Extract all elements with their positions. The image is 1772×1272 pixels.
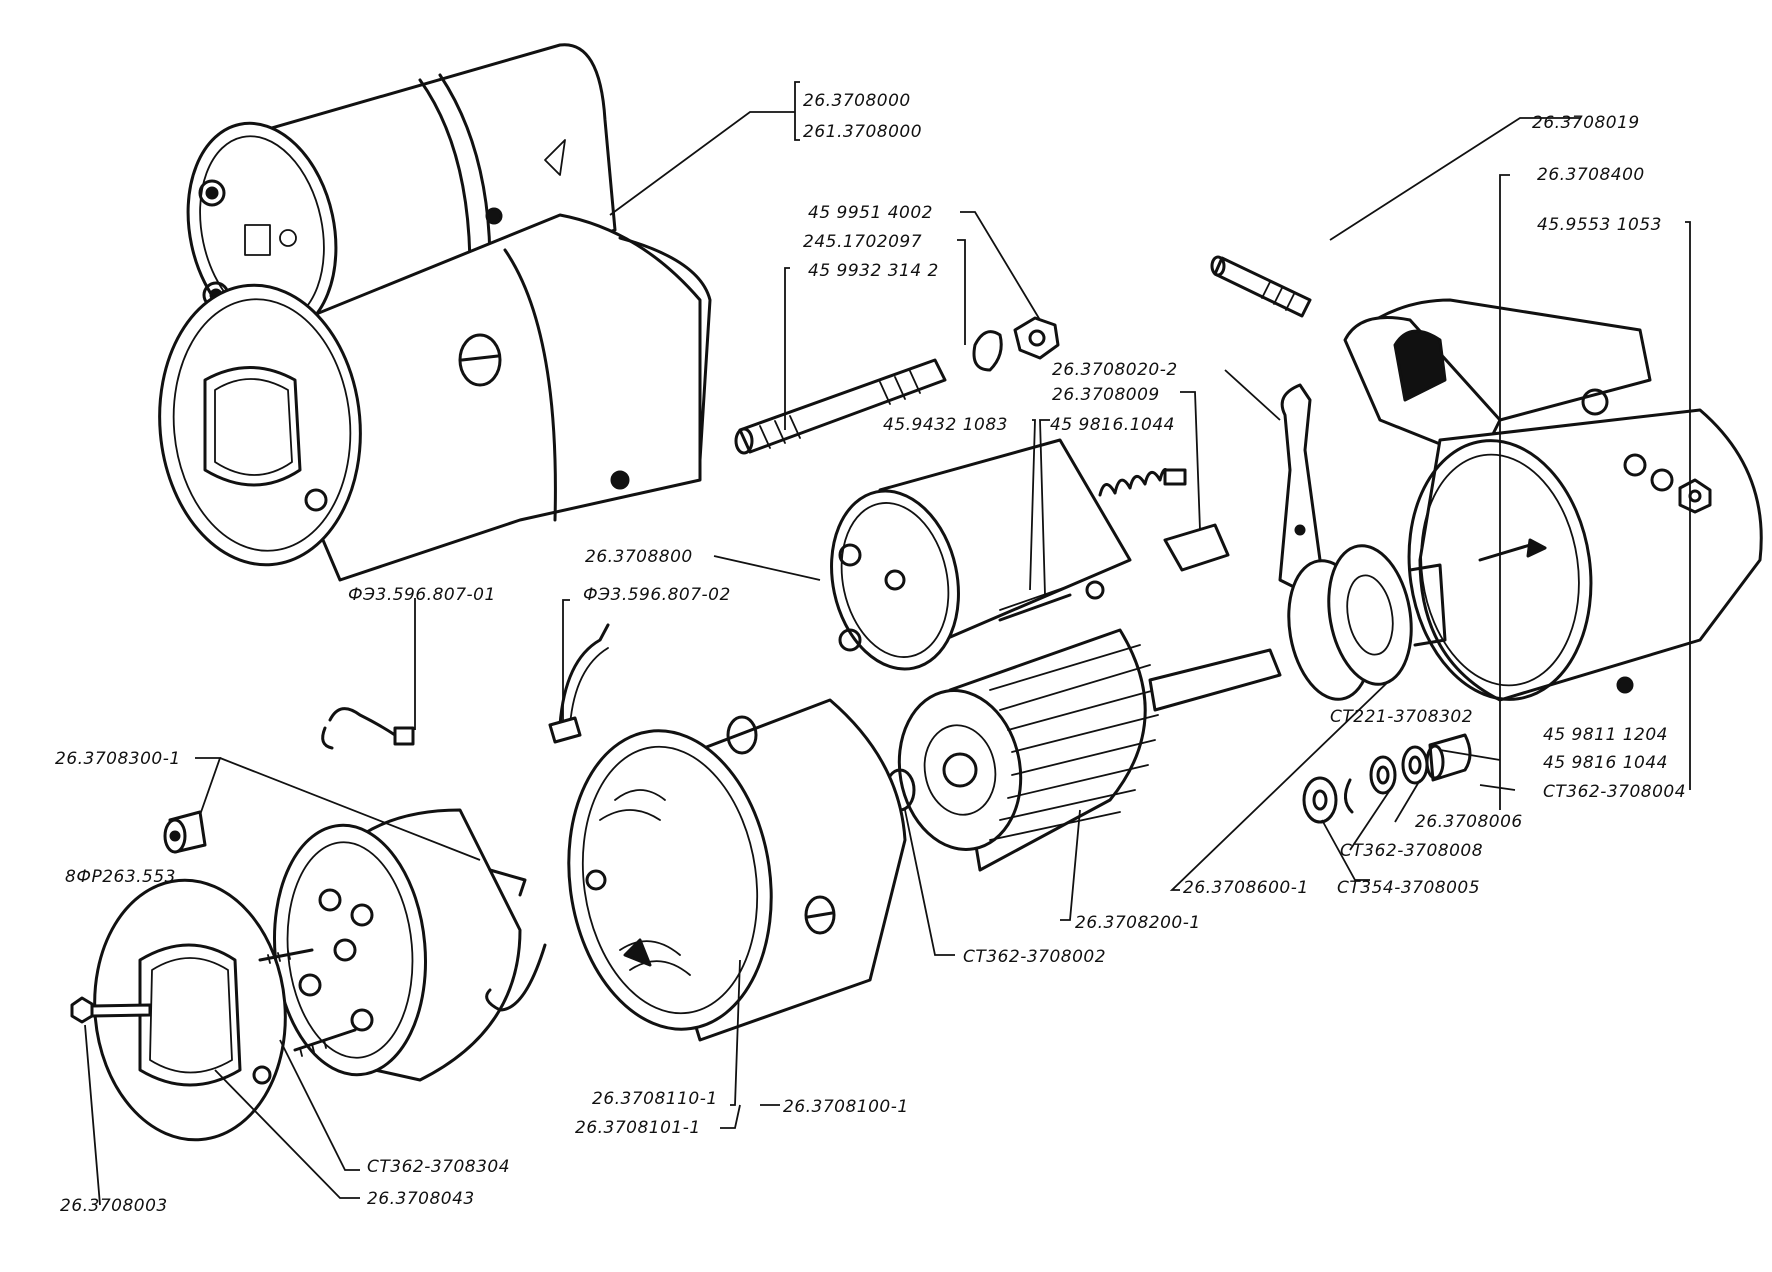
brush-springs bbox=[258, 948, 357, 1057]
label-field-coil: 26.3708110-1 bbox=[592, 1089, 718, 1109]
label-drive-clutch: 26.3708600-1 bbox=[1183, 878, 1309, 898]
field-housing bbox=[567, 698, 907, 1042]
drive-housing bbox=[1343, 298, 1763, 702]
washer-stack bbox=[1302, 733, 1472, 824]
label-lever: 26.3708020-2 bbox=[1052, 360, 1178, 380]
label-armature-washer: CT362-3708002 bbox=[963, 947, 1106, 967]
label-solenoid-washer: 45 9816.1044 bbox=[1050, 415, 1175, 435]
label-pole-screw: 26.3708101-1 bbox=[575, 1118, 701, 1138]
armature bbox=[884, 628, 1282, 872]
label-commutator-cover: 26.3708300-1 bbox=[55, 749, 181, 769]
brush-lead-01 bbox=[321, 707, 415, 750]
brush-lead-02 bbox=[548, 623, 610, 744]
label-washer-3708005: CT354-3708005 bbox=[1337, 878, 1480, 898]
end-bolt bbox=[70, 996, 152, 1024]
label-washer-45-9816: 45 9816 1044 bbox=[1543, 753, 1668, 773]
label-washer-45-9811: 45 9811 1204 bbox=[1543, 725, 1668, 745]
label-bushing-drive: CT221-3708302 bbox=[1330, 707, 1473, 727]
label-pin: 26.3708019 bbox=[1532, 113, 1640, 133]
label-nut-drive-housing: 45.9553 1053 bbox=[1537, 215, 1662, 235]
commutator-cover bbox=[272, 808, 547, 1082]
drive-clutch bbox=[1287, 544, 1447, 701]
pin bbox=[1210, 255, 1312, 318]
assembled-starter bbox=[158, 43, 712, 582]
lever bbox=[1278, 383, 1322, 592]
solenoid-spring bbox=[1098, 468, 1230, 572]
label-drive-housing: 26.3708400 bbox=[1537, 165, 1645, 185]
label-cover-bushing: 8ФР263.553 bbox=[65, 867, 176, 887]
label-end-bolt: 26.3708003 bbox=[60, 1196, 168, 1216]
label-starter-assembly-2: 261.3708000 bbox=[803, 122, 922, 142]
end-cap bbox=[93, 878, 287, 1142]
label-starter-assembly-1: 26.3708000 bbox=[803, 91, 911, 111]
leader-lines bbox=[84, 81, 1691, 1206]
label-washer-top: 245.1702097 bbox=[803, 232, 922, 252]
label-brush-lead-02: ФЭ3.596.807-02 bbox=[583, 585, 731, 605]
solenoid-relay bbox=[830, 438, 1132, 671]
label-solenoid-spring: 26.3708009 bbox=[1052, 385, 1160, 405]
label-brush-spring: CT362-3708304 bbox=[367, 1157, 510, 1177]
label-housing-with-field: 26.3708100-1 bbox=[783, 1097, 909, 1117]
label-brush-lead-01: ФЭ3.596.807-01 bbox=[348, 585, 496, 605]
label-solenoid-relay: 26.3708800 bbox=[585, 547, 693, 567]
label-armature: 26.3708200-1 bbox=[1075, 913, 1201, 933]
label-end-cap: 26.3708043 bbox=[367, 1189, 475, 1209]
label-solenoid-screw: 45.9432 1083 bbox=[883, 415, 1008, 435]
label-ring-3708008: CT362-3708008 bbox=[1340, 841, 1483, 861]
nut-top bbox=[1013, 316, 1060, 360]
label-ring-3708006: 26.3708006 bbox=[1415, 812, 1523, 832]
part-labels: 26.3708000 261.3708000 26.3708019 26.370… bbox=[55, 91, 1686, 1216]
washer-top bbox=[972, 330, 1003, 372]
through-stud bbox=[734, 358, 947, 455]
label-nut-top: 45 9951 4002 bbox=[808, 203, 933, 223]
label-through-stud: 45 9932 314 2 bbox=[808, 261, 939, 281]
cover-bushing bbox=[163, 810, 207, 854]
label-washer-3708004: CT362-3708004 bbox=[1543, 782, 1686, 802]
